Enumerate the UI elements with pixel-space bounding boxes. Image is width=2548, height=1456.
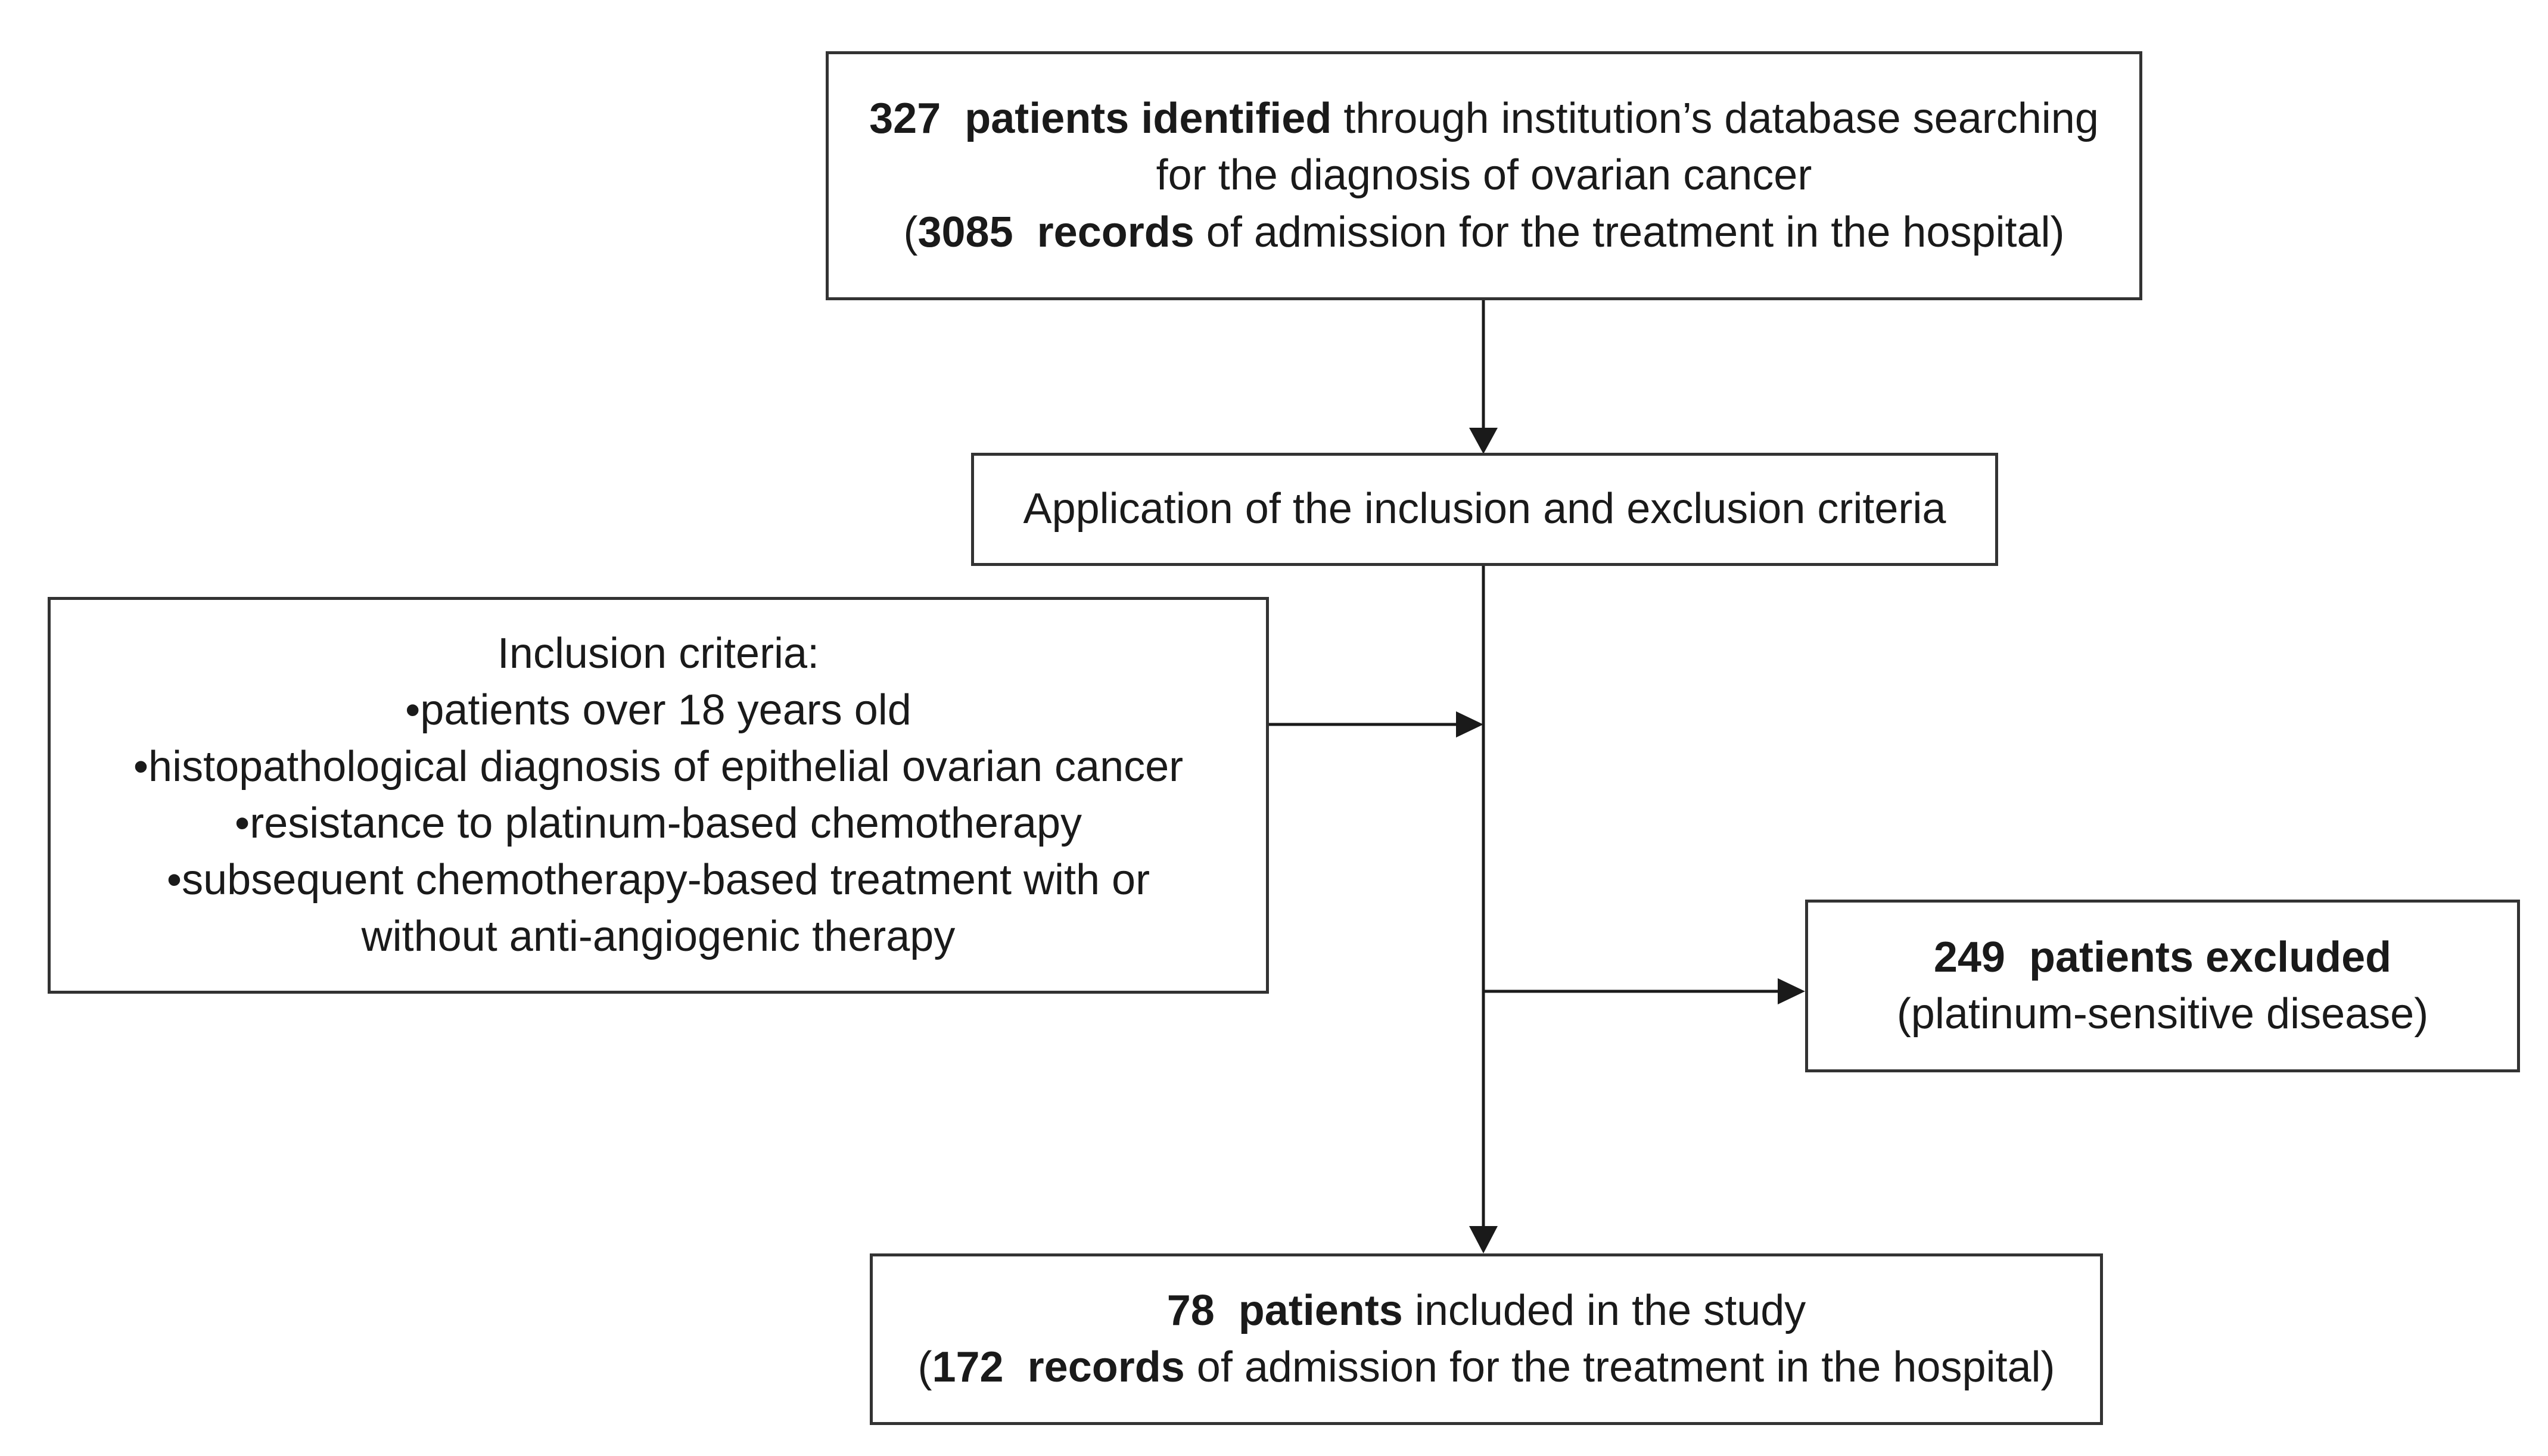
excluded-line-1: 249 patients excluded — [1934, 929, 2391, 986]
included-line-2-rest: of admission for the treatment in the ho… — [1184, 1343, 2055, 1391]
included-line-1-rest: included in the study — [1402, 1286, 1806, 1334]
excluded-count-label: patients excluded — [2029, 933, 2392, 981]
identified-line-1-rest: through institution’s database searching — [1331, 95, 2099, 143]
inclusion-title: Inclusion criteria: — [497, 629, 820, 677]
arrow-trunk-to-excluded — [1483, 978, 1805, 1004]
arrow-inclusion-to-trunk — [1269, 711, 1483, 738]
criteria-application-box: Application of the inclusion and exclusi… — [971, 453, 1998, 566]
included-patients-box: 78 patients included in the study (172 r… — [870, 1253, 2103, 1425]
inclusion-item: •resistance to platinum-based chemothera… — [235, 799, 1082, 847]
identified-count: 327 — [869, 95, 941, 143]
included-line-1: 78 patients included in the study — [1167, 1283, 1806, 1339]
identified-line-3: (3085 records of admission for the treat… — [903, 204, 2064, 261]
inclusion-item: •histopathological diagnosis of epitheli… — [133, 742, 1184, 791]
excluded-count: 249 — [1933, 933, 2005, 981]
included-count: 78 — [1166, 1286, 1215, 1334]
arrow-top-to-criteria — [1469, 300, 1498, 454]
identified-count-label: patients identified — [965, 95, 1332, 143]
inclusion-item: •patients over 18 years old — [405, 686, 911, 734]
included-records-count: 172 — [932, 1343, 1004, 1391]
inclusion-item: •subsequent chemotherapy-based treatment… — [166, 856, 1150, 904]
identified-paren-open: ( — [903, 208, 918, 256]
identified-line-1: 327 patients identified through institut… — [869, 91, 2099, 147]
included-paren-open: ( — [917, 1343, 932, 1391]
criteria-application-label: Application of the inclusion and exclusi… — [1023, 485, 1946, 533]
inclusion-criteria-box: Inclusion criteria: •patients over 18 ye… — [48, 597, 1269, 994]
inclusion-item: without anti-angiogenic therapy — [361, 913, 956, 961]
excluded-patients-box: 249 patients excluded (platinum-sensitiv… — [1805, 900, 2520, 1072]
identified-records-count: 3085 — [917, 208, 1013, 256]
included-line-2: (172 records of admission for the treatm… — [917, 1339, 2055, 1396]
identified-records-label: records — [1037, 208, 1194, 256]
included-count-label: patients — [1238, 1286, 1403, 1334]
identified-line-3-rest: of admission for the treatment in the ho… — [1194, 208, 2065, 256]
included-records-label: records — [1027, 1343, 1185, 1391]
arrow-criteria-to-included — [1469, 566, 1498, 1253]
identified-line-2: for the diagnosis of ovarian cancer — [1156, 151, 1812, 200]
excluded-reason: (platinum-sensitive disease) — [1896, 990, 2429, 1038]
identified-patients-box: 327 patients identified through institut… — [826, 51, 2142, 300]
